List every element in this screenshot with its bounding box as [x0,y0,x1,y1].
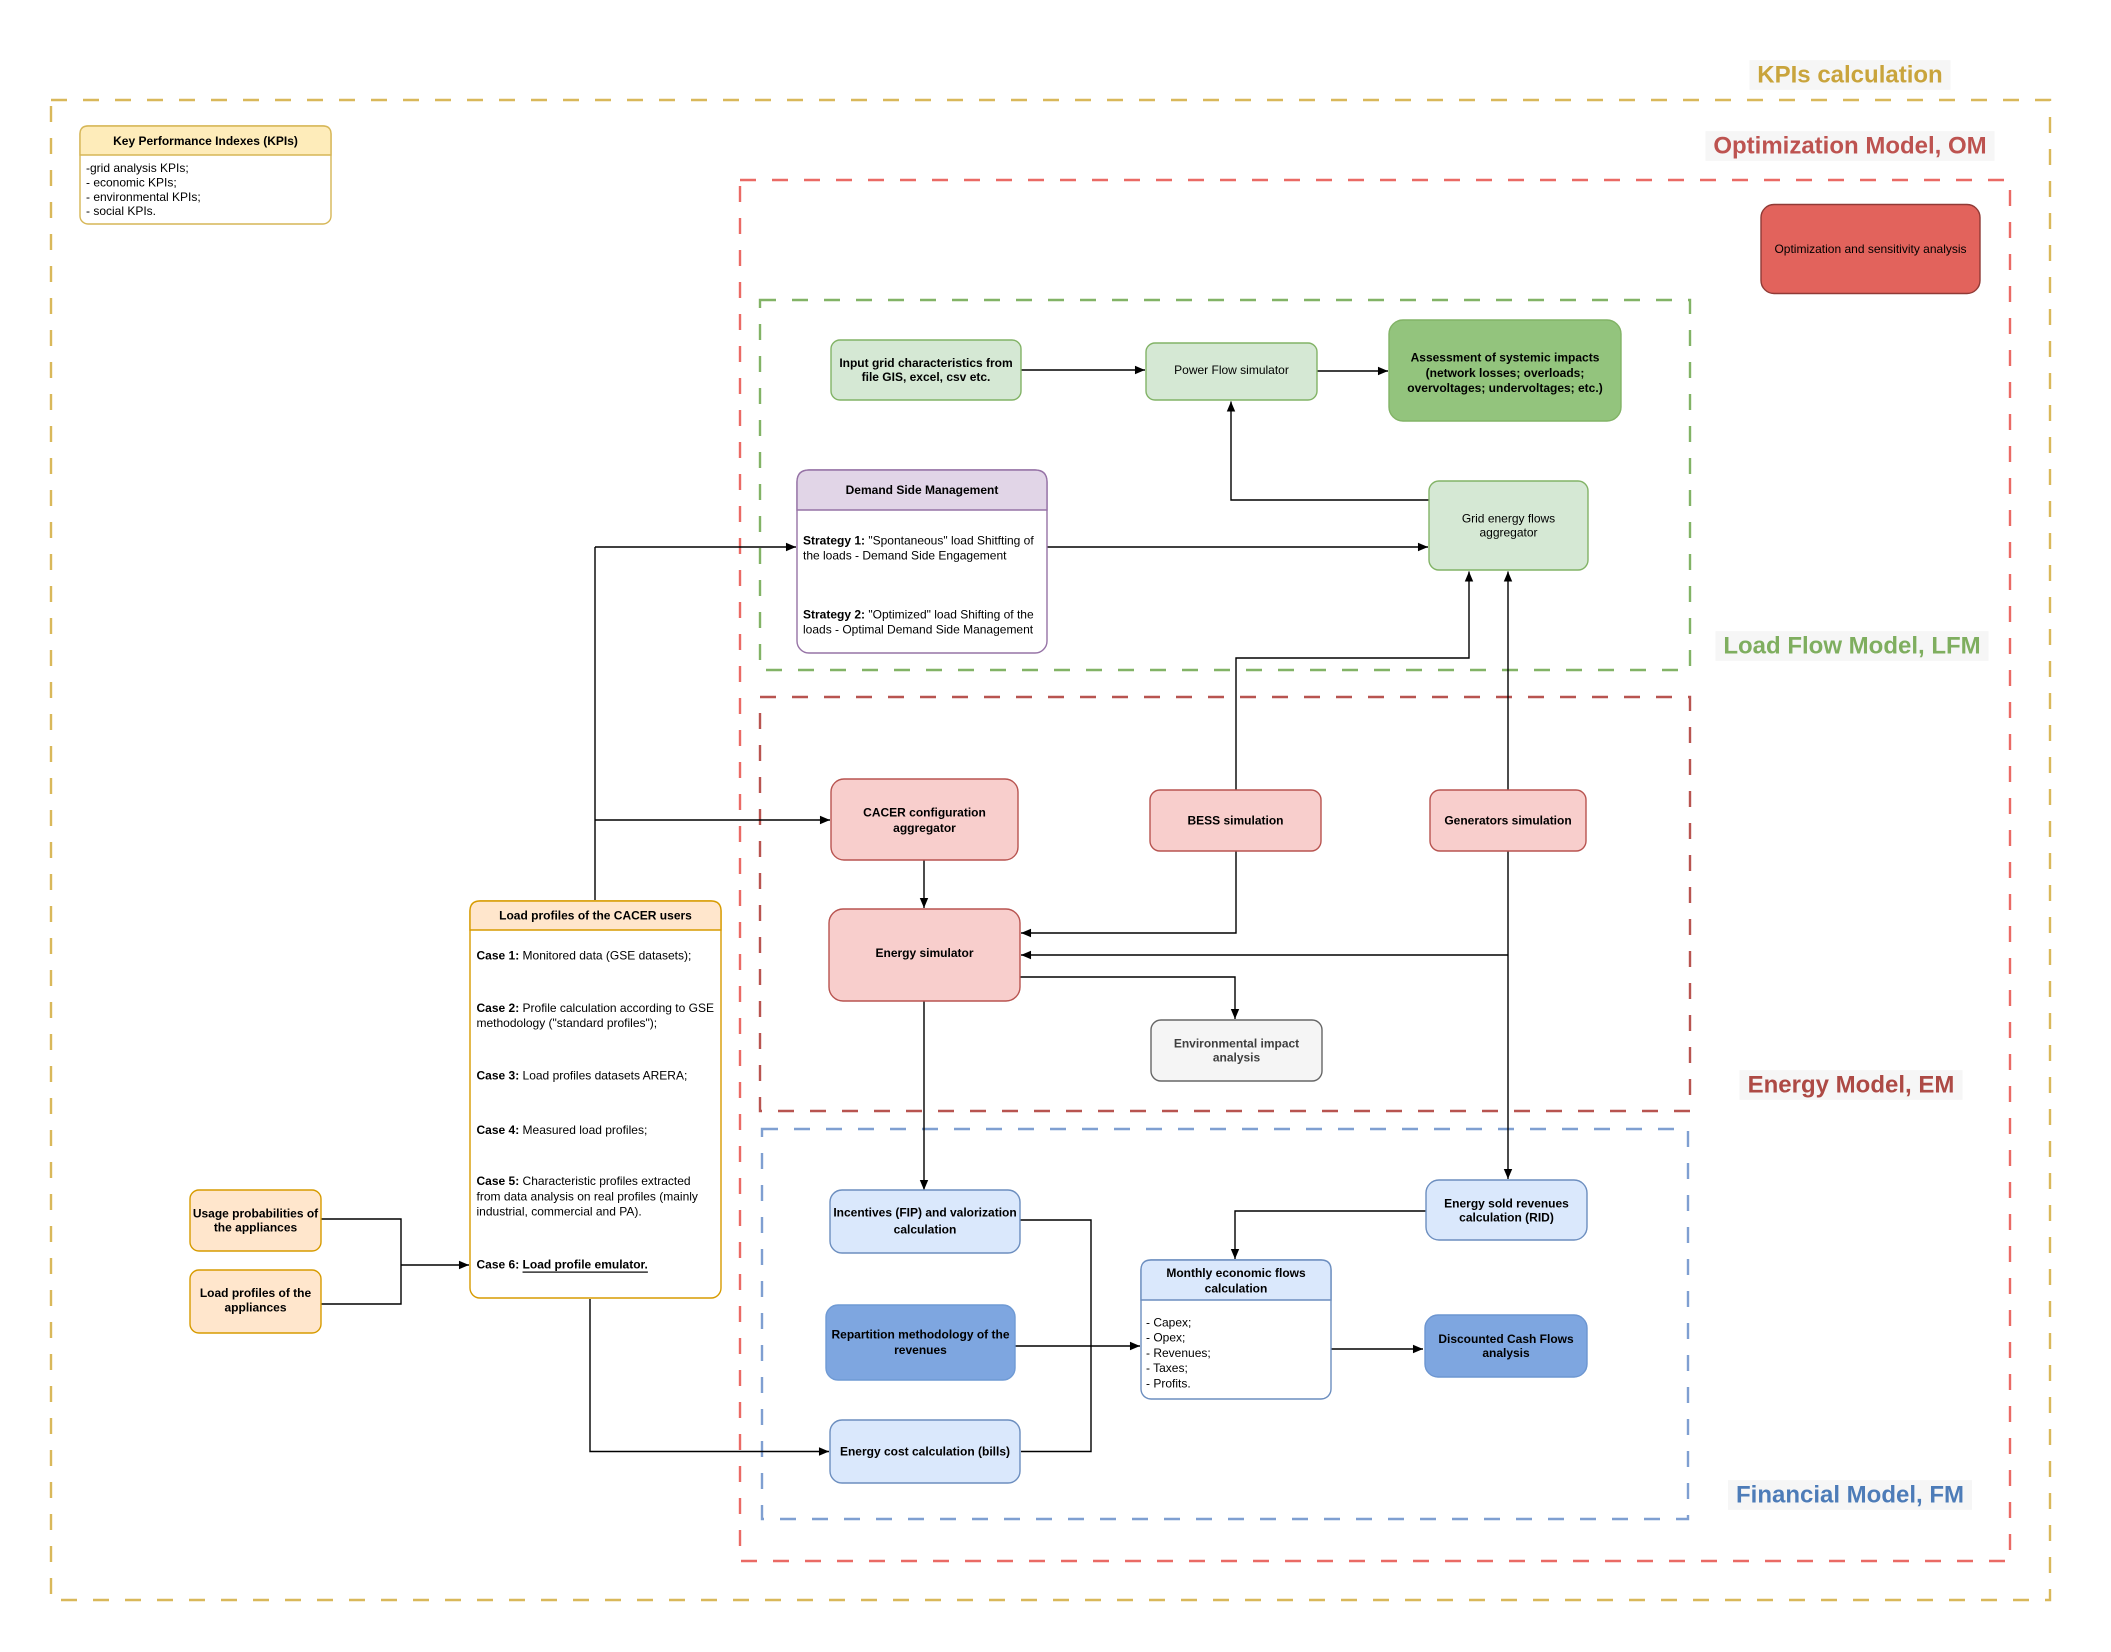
svg-text:Case 1: Monitored data (GSE da: Case 1: Monitored data (GSE datasets); [477,948,692,962]
svg-text:overvoltages; undervoltages; e: overvoltages; undervoltages; etc.) [1407,381,1602,395]
svg-text:Case 2: Profile calculation ac: Case 2: Profile calculation according to… [477,1001,714,1015]
svg-text:loads - Optimal Demand Side Ma: loads - Optimal Demand Side Management [803,622,1034,636]
svg-text:Case 6: Load profile emulator.: Case 6: Load profile emulator. [477,1258,648,1272]
svg-text:Environmental impact: Environmental impact [1174,1036,1299,1050]
svg-text:calculation: calculation [894,1223,957,1237]
svg-text:- Profits.: - Profits. [1146,1377,1191,1391]
svg-text:- Revenues;: - Revenues; [1146,1346,1211,1360]
svg-text:Optimization Model, OM: Optimization Model, OM [1713,133,1986,160]
svg-text:Key Performance Indexes (KPIs): Key Performance Indexes (KPIs) [113,134,298,148]
svg-text:aggregator: aggregator [893,821,956,835]
svg-text:Energy sold revenues: Energy sold revenues [1444,1196,1569,1210]
svg-text:(network losses; overloads;: (network losses; overloads; [1426,366,1585,380]
svg-text:Case 4: Measured load profiles: Case 4: Measured load profiles; [477,1123,648,1137]
svg-text:- social KPIs.: - social KPIs. [86,204,156,218]
svg-text:Financial Model, FM: Financial Model, FM [1736,1482,1964,1509]
svg-text:analysis: analysis [1482,1346,1530,1360]
svg-text:methodology ("standard profile: methodology ("standard profiles"); [477,1016,658,1030]
svg-text:the loads - Demand Side Engage: the loads - Demand Side Engagement [803,548,1007,562]
svg-text:Monthly economic flows: Monthly economic flows [1166,1266,1306,1280]
svg-text:industrial, commercial and PA): industrial, commercial and PA). [477,1205,642,1219]
svg-text:- economic KPIs;: - economic KPIs; [86,175,177,189]
svg-text:Demand Side Management: Demand Side Management [846,483,999,497]
svg-text:Discounted Cash Flows: Discounted Cash Flows [1438,1332,1574,1346]
svg-text:BESS simulation: BESS simulation [1187,814,1283,828]
svg-text:KPIs calculation: KPIs calculation [1757,62,1942,89]
svg-text:Power Flow simulator: Power Flow simulator [1174,363,1289,377]
svg-text:from data analysis on real pro: from data analysis on real profiles (mai… [477,1189,698,1203]
svg-text:the appliances: the appliances [214,1221,298,1235]
svg-text:Energy cost calculation (bills: Energy cost calculation (bills) [840,1445,1010,1459]
svg-text:CACER configuration: CACER configuration [863,806,986,820]
svg-text:calculation: calculation [1205,1281,1268,1295]
svg-text:file GIS, excel, csv etc.: file GIS, excel, csv etc. [862,370,991,384]
svg-text:Energy Model, EM: Energy Model, EM [1748,1072,1955,1099]
svg-text:analysis: analysis [1213,1051,1261,1065]
svg-text:calculation (RID): calculation (RID) [1459,1211,1554,1225]
svg-text:Case 5: Characteristic profile: Case 5: Characteristic profiles extracte… [477,1174,691,1188]
svg-text:Generators simulation: Generators simulation [1444,814,1571,828]
svg-text:Case 3: Load profiles datasets: Case 3: Load profiles datasets ARERA; [477,1068,688,1082]
svg-text:Assessment of systemic impacts: Assessment of systemic impacts [1411,351,1600,365]
svg-text:- Opex;: - Opex; [1146,1331,1185,1345]
svg-text:Optimization and sensitivity a: Optimization and sensitivity analysis [1774,242,1966,256]
svg-text:Strategy 2: "Optimized" load S: Strategy 2: "Optimized" load Shifting of… [803,607,1034,621]
svg-text:- environmental KPIs;: - environmental KPIs; [86,190,201,204]
svg-text:- Taxes;: - Taxes; [1146,1361,1188,1375]
svg-text:Load Flow Model, LFM: Load Flow Model, LFM [1723,633,1980,660]
svg-text:Strategy 1: "Spontaneous" load: Strategy 1: "Spontaneous" load Shitfting… [803,533,1034,547]
svg-text:aggregator: aggregator [1479,526,1537,540]
svg-text:Load profiles of the: Load profiles of the [200,1286,312,1300]
svg-text:Input grid characteristics fro: Input grid characteristics from [839,356,1012,370]
svg-text:- Capex;: - Capex; [1146,1315,1191,1329]
svg-text:Incentives (FIP) and valorizat: Incentives (FIP) and valorization [833,1206,1016,1220]
svg-text:Grid energy flows: Grid energy flows [1462,511,1555,525]
svg-text:revenues: revenues [894,1343,947,1357]
svg-text:Energy simulator: Energy simulator [875,946,973,960]
svg-text:Usage probabilities of: Usage probabilities of [193,1206,319,1220]
svg-text:Repartition methodology of the: Repartition methodology of the [832,1328,1010,1342]
svg-text:Load profiles of the CACER use: Load profiles of the CACER users [499,909,692,923]
svg-text:-grid analysis KPIs;: -grid analysis KPIs; [86,161,189,175]
svg-text:appliances: appliances [224,1301,286,1315]
